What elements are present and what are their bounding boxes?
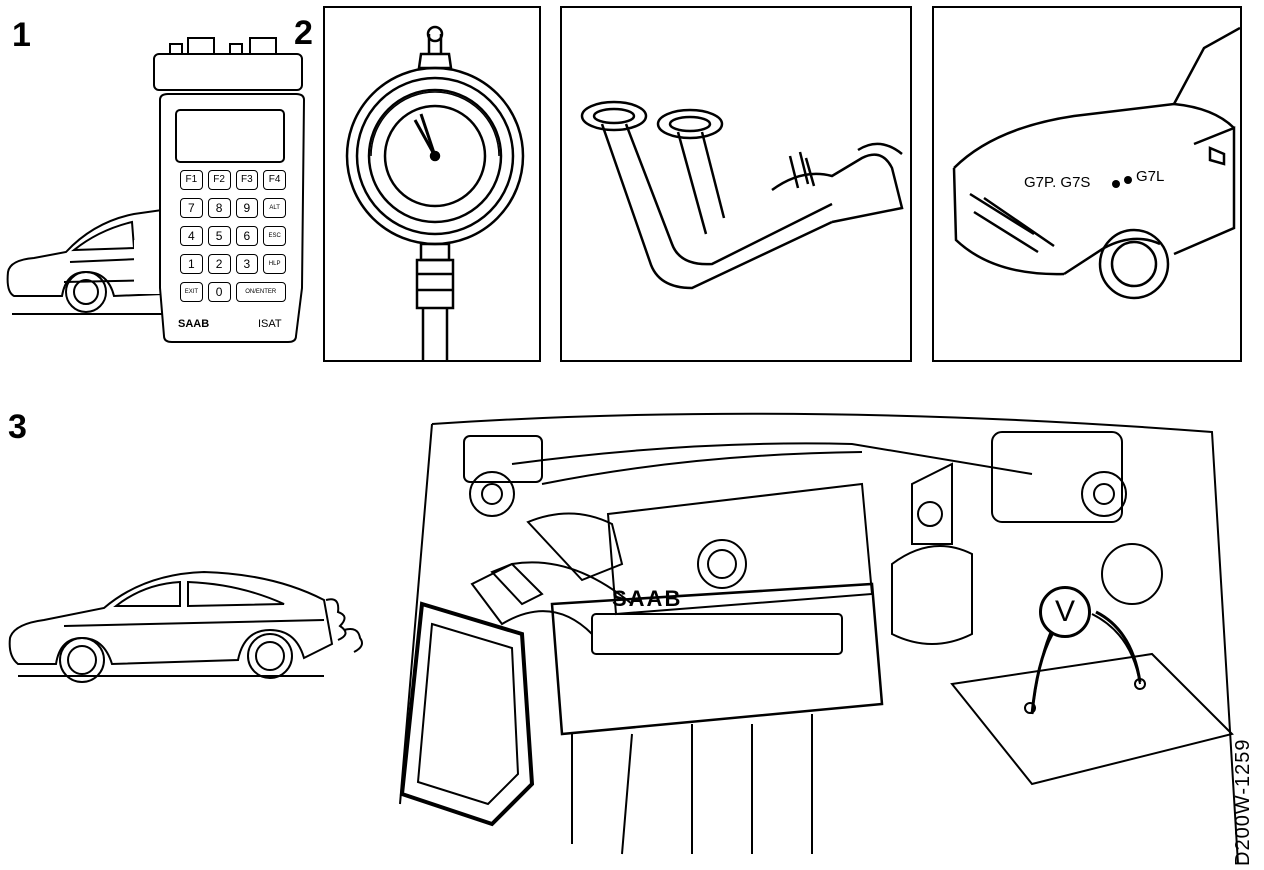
isat-key-5[interactable]: 5 — [207, 226, 231, 246]
isat-key-f2[interactable]: F2 — [207, 170, 231, 190]
isat-brand-label: SAAB — [178, 318, 210, 330]
isat-key-3[interactable]: 3 — [235, 254, 259, 274]
car-front-icon — [952, 26, 1240, 300]
voltmeter-icon: V — [1039, 586, 1091, 638]
fuse-dot-right — [1124, 176, 1132, 184]
fuse-location-panel: G7P. G7S G7L — [932, 6, 1242, 362]
figure-code: D200W-1259 — [1232, 738, 1254, 866]
isat-key-alt[interactable]: ALT — [263, 198, 286, 218]
isat-key-7[interactable]: 7 — [180, 198, 203, 218]
engine-brand-label: SAAB — [612, 586, 683, 611]
isat-key-1[interactable]: 1 — [180, 254, 203, 274]
car-running-exhaust-illustration — [8, 570, 363, 683]
isat-key-0[interactable]: 0 — [207, 282, 231, 302]
isat-key-6[interactable]: 6 — [235, 226, 259, 246]
isat-key-hlp[interactable]: HLP — [263, 254, 286, 274]
step-number-3: 3 — [8, 408, 27, 446]
isat-model-label: ISAT — [258, 318, 282, 330]
engine-bay-illustration: SAAB V — [392, 404, 1252, 868]
pressure-gauge-icon — [345, 25, 525, 360]
fuse-dot-left — [1112, 180, 1120, 188]
fuel-pipe-connection-panel — [560, 6, 912, 362]
isat-key-4[interactable]: 4 — [180, 226, 203, 246]
pressure-gauge-panel — [323, 6, 541, 362]
voltmeter-symbol: V — [1054, 595, 1075, 628]
car-side-illustration — [6, 208, 163, 315]
isat-key-f4[interactable]: F4 — [263, 170, 286, 190]
isat-key-2[interactable]: 2 — [207, 254, 231, 274]
isat-key-8[interactable]: 8 — [207, 198, 231, 218]
isat-key-f3[interactable]: F3 — [235, 170, 259, 190]
isat-key-exit[interactable]: EXIT — [180, 282, 203, 302]
isat-key-9[interactable]: 9 — [235, 198, 259, 218]
step-number-1: 1 — [12, 16, 31, 54]
fuel-pipe-icon — [580, 100, 904, 290]
isat-key-esc[interactable]: ESC — [263, 226, 286, 246]
step-number-2: 2 — [294, 14, 313, 52]
isat-key-f1[interactable]: F1 — [180, 170, 203, 190]
fuse-label-g7l: G7L — [1136, 168, 1165, 185]
fuse-label-g7p-g7s: G7P. G7S — [1024, 174, 1091, 191]
isat-diagnostic-tester: F1 F2 F3 F4 7 8 9 ALT 4 5 6 ESC 1 2 3 HL… — [150, 36, 310, 348]
isat-key-on-enter[interactable]: ON/ENTER — [235, 282, 286, 302]
